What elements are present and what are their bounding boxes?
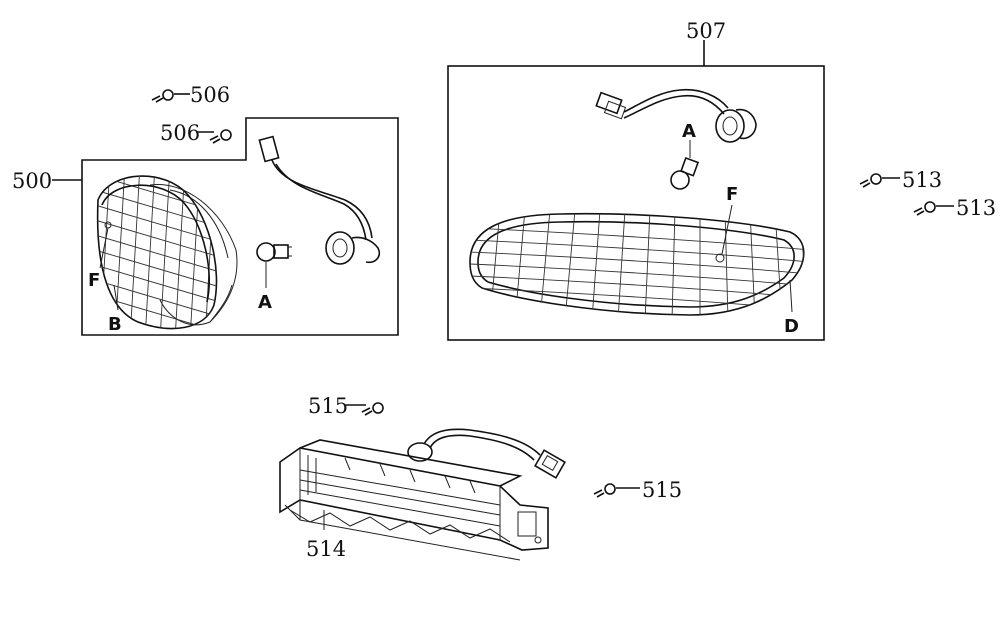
part-number-513-upper: 513: [902, 168, 942, 192]
right-socket-harness: [595, 88, 757, 143]
screw-515-right: 515: [593, 478, 682, 502]
part-number-506-mid: 506: [160, 121, 200, 145]
letter-left-b: B: [108, 314, 122, 335]
screw-513-upper: 513: [859, 168, 942, 192]
left-assembly-frame: [81, 117, 399, 336]
part-number-515-right: 515: [642, 478, 682, 502]
left-socket-harness: [258, 135, 381, 265]
brake-light-housing: [279, 447, 549, 551]
screw-506-top: 506: [151, 83, 230, 107]
right-assembly-frame: [447, 65, 825, 341]
bottom-socket-harness: [407, 428, 566, 479]
screw-506-mid: 506: [160, 121, 232, 145]
letter-right-f: F: [726, 184, 738, 205]
letter-right-a: A: [682, 121, 696, 142]
part-number-514: 514: [306, 537, 346, 561]
headlight-lens: [96, 175, 218, 330]
letter-left-a: A: [258, 292, 272, 313]
letter-left-f: F: [88, 270, 100, 291]
left-bulb: [256, 242, 292, 262]
screw-513-lower: 513: [913, 196, 996, 220]
left-headlight-assembly: 500 F B A: [12, 117, 399, 336]
headlight-housing: [149, 183, 238, 326]
right-lamp-assembly: 507 A: [447, 19, 825, 341]
right-bulb: [670, 157, 700, 190]
part-number-507: 507: [686, 19, 726, 43]
part-number-500: 500: [12, 169, 52, 193]
part-number-515-left: 515: [308, 394, 348, 418]
screw-515-left: 515: [308, 394, 384, 418]
brake-light-assembly: 514: [279, 428, 566, 561]
tail-lamp-lens: [469, 212, 805, 316]
part-number-506-top: 506: [190, 83, 230, 107]
part-number-513-lower: 513: [956, 196, 996, 220]
letter-right-d: D: [784, 316, 799, 337]
